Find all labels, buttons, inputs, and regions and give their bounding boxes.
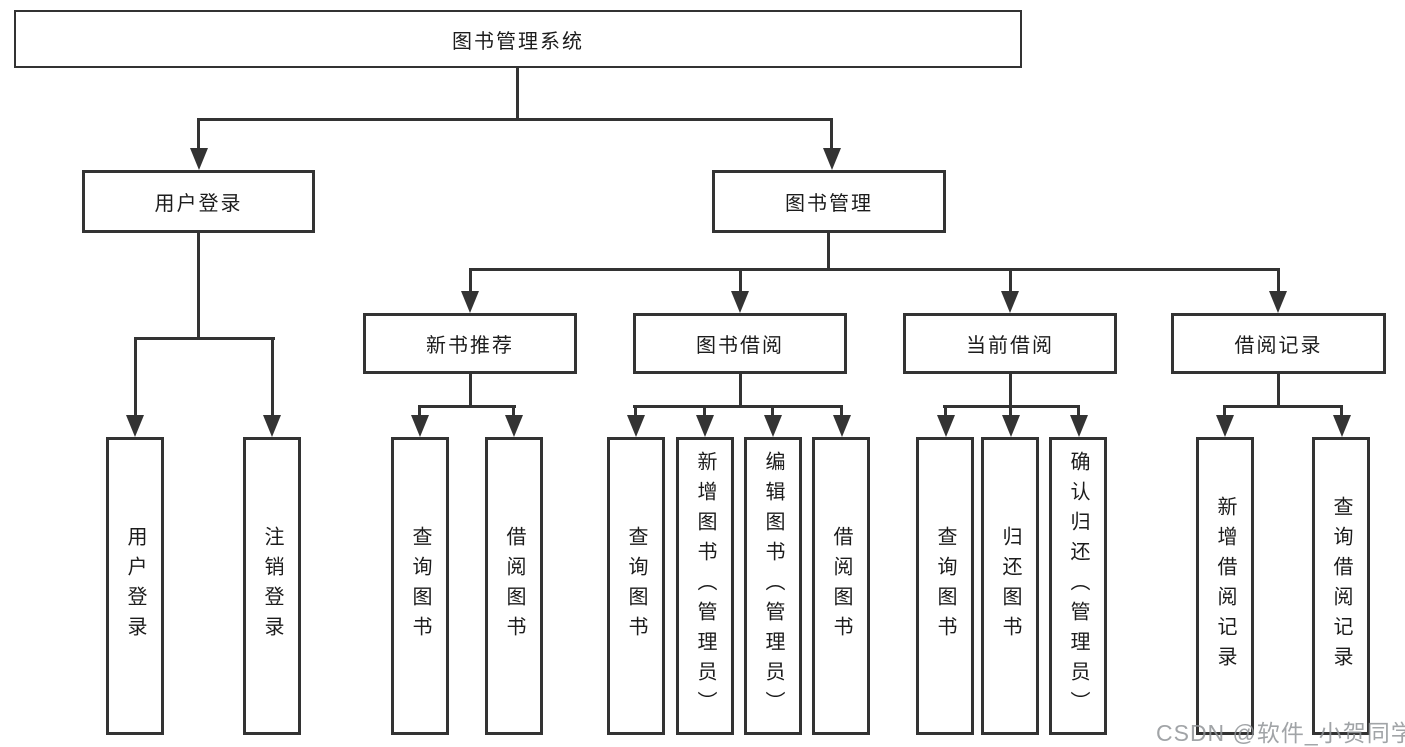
connector-line [827,233,830,268]
leaf-cb-confirm-return-admin: 确认归还（管理员） [1049,437,1107,735]
connector-line [1009,268,1012,293]
leaf-cb-confirm-return-admin-label: 确认归还（管理员） [1067,451,1089,721]
connector-line [134,337,137,417]
connector-line [197,233,200,337]
arrowhead-icon [833,415,851,437]
connector-line [512,405,515,418]
leaf-bb-query-book: 查询图书 [607,437,665,735]
leaf-rec-query-book: 查询图书 [391,437,449,735]
connector-line [1277,268,1280,293]
node-book-management: 图书管理 [712,170,946,233]
leaf-cb-return-book: 归还图书 [981,437,1039,735]
arrowhead-icon [937,415,955,437]
leaf-br-query-record-label: 查询借阅记录 [1330,496,1352,676]
connector-line [469,374,472,405]
connector-line [633,405,843,408]
leaf-bb-edit-book-admin: 编辑图书（管理员） [744,437,802,735]
node-book-management-label: 图书管理 [785,193,873,215]
connector-line [1077,405,1080,418]
leaf-br-add-record: 新增借阅记录 [1196,437,1254,735]
leaf-logout-label: 注销登录 [261,526,283,646]
connector-line [418,405,421,418]
arrowhead-icon [627,415,645,437]
node-current-borrowing: 当前借阅 [903,313,1117,374]
connector-line [469,268,1280,271]
node-current-borrowing-label: 当前借阅 [966,335,1054,357]
arrowhead-icon [461,291,479,313]
arrowhead-icon [411,415,429,437]
node-user-login: 用户登录 [82,170,315,233]
leaf-bb-add-book-admin-label: 新增图书（管理员） [694,451,716,721]
arrowhead-icon [505,415,523,437]
arrowhead-icon [1001,291,1019,313]
arrowhead-icon [1333,415,1351,437]
leaf-bb-borrow-book-label: 借阅图书 [830,526,852,646]
leaf-bb-add-book-admin: 新增图书（管理员） [676,437,734,735]
connector-line [197,118,200,150]
node-borrowing-records-label: 借阅记录 [1234,335,1323,357]
leaf-cb-query-book: 查询图书 [916,437,974,735]
leaf-cb-return-book-label: 归还图书 [999,526,1021,646]
leaf-rec-borrow-book: 借阅图书 [485,437,543,735]
leaf-user-login-label: 用户登录 [124,526,146,646]
leaf-bb-query-book-label: 查询图书 [625,526,647,646]
csdn-watermark: CSDN @软件_小贺同学 [1156,720,1405,746]
leaf-logout: 注销登录 [243,437,301,735]
leaf-rec-query-book-label: 查询图书 [409,526,431,646]
node-book-borrowing: 图书借阅 [633,313,847,374]
connector-line [197,118,833,121]
leaf-rec-borrow-book-label: 借阅图书 [503,526,525,646]
arrowhead-icon [764,415,782,437]
arrowhead-icon [1070,415,1088,437]
arrowhead-icon [263,415,281,437]
leaf-br-add-record-label: 新增借阅记录 [1214,496,1236,676]
node-new-book-recommend: 新书推荐 [363,313,577,374]
leaf-user-login: 用户登录 [106,437,164,735]
connector-line [1009,374,1012,405]
connector-line [1340,405,1343,418]
node-borrowing-records: 借阅记录 [1171,313,1386,374]
connector-line [771,405,774,418]
connector-line [134,337,275,340]
node-new-book-recommend-label: 新书推荐 [426,335,514,357]
connector-line [1277,374,1280,405]
arrowhead-icon [1002,415,1020,437]
arrowhead-icon [1269,291,1287,313]
arrowhead-icon [126,415,144,437]
node-root: 图书管理系统 [14,10,1022,68]
connector-line [1223,405,1226,418]
leaf-br-query-record: 查询借阅记录 [1312,437,1370,735]
connector-line [830,118,833,150]
connector-line [1009,405,1012,418]
connector-line [840,405,843,418]
connector-line [944,405,947,418]
connector-line [1223,405,1343,408]
connector-line [469,268,472,293]
leaf-bb-edit-book-admin-label: 编辑图书（管理员） [762,451,784,721]
connector-line [703,405,706,418]
leaf-cb-query-book-label: 查询图书 [934,526,956,646]
arrowhead-icon [190,148,208,170]
arrowhead-icon [1216,415,1234,437]
connector-line [634,405,637,418]
connector-line [516,68,519,120]
leaf-bb-borrow-book: 借阅图书 [812,437,870,735]
arrowhead-icon [823,148,841,170]
node-root-label: 图书管理系统 [452,30,584,53]
connector-line [739,374,742,405]
arrowhead-icon [731,291,749,313]
connector-line [739,268,742,293]
node-book-borrowing-label: 图书借阅 [696,335,784,357]
node-user-login-label: 用户登录 [154,193,243,215]
connector-line [271,337,274,417]
connector-line [418,405,516,408]
arrowhead-icon [696,415,714,437]
